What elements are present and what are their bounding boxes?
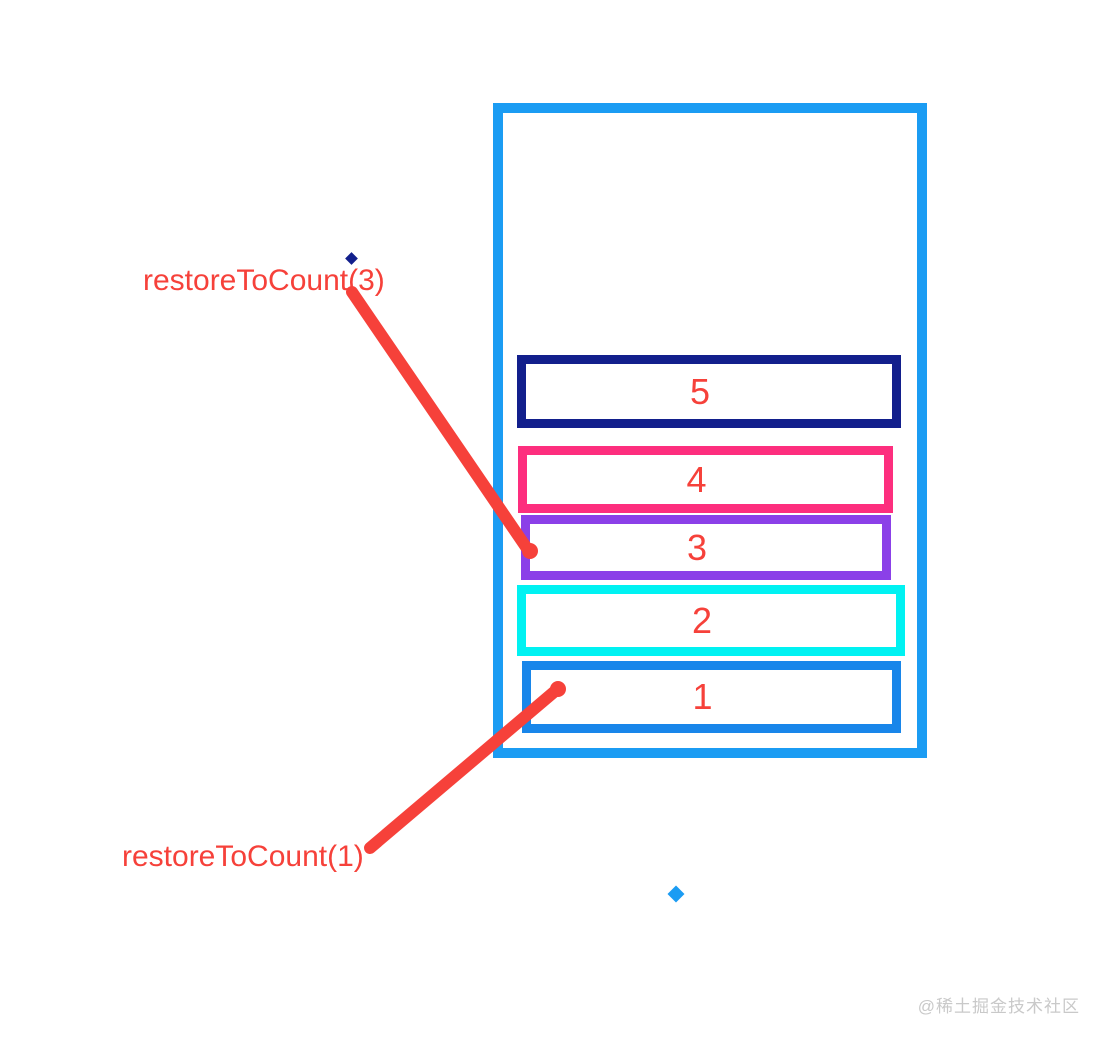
stack-item-2-value: 2 (691, 599, 713, 641)
stack-outline (493, 103, 927, 758)
stack-item-3-value: 3 (686, 526, 708, 568)
annotation-restore-to-count-3: restoreToCount(3) (143, 264, 385, 297)
stack-item-5-value: 5 (689, 370, 711, 412)
annotation-restore-to-count-1: restoreToCount(1) (122, 840, 364, 873)
stack-item-3: 3 (521, 515, 891, 580)
stack-item-1: 1 (522, 661, 901, 733)
stack-item-4-value: 4 (686, 458, 707, 500)
watermark-text: @稀土掘金技术社区 (917, 997, 1080, 1016)
navy-diamond-dot (345, 252, 358, 265)
stack-item-4: 4 (518, 446, 893, 513)
blue-diamond-dot (667, 885, 685, 903)
stack-item-1-value: 1 (692, 676, 713, 717)
stack-item-5: 5 (517, 355, 901, 428)
stack-item-2: 2 (517, 585, 905, 656)
